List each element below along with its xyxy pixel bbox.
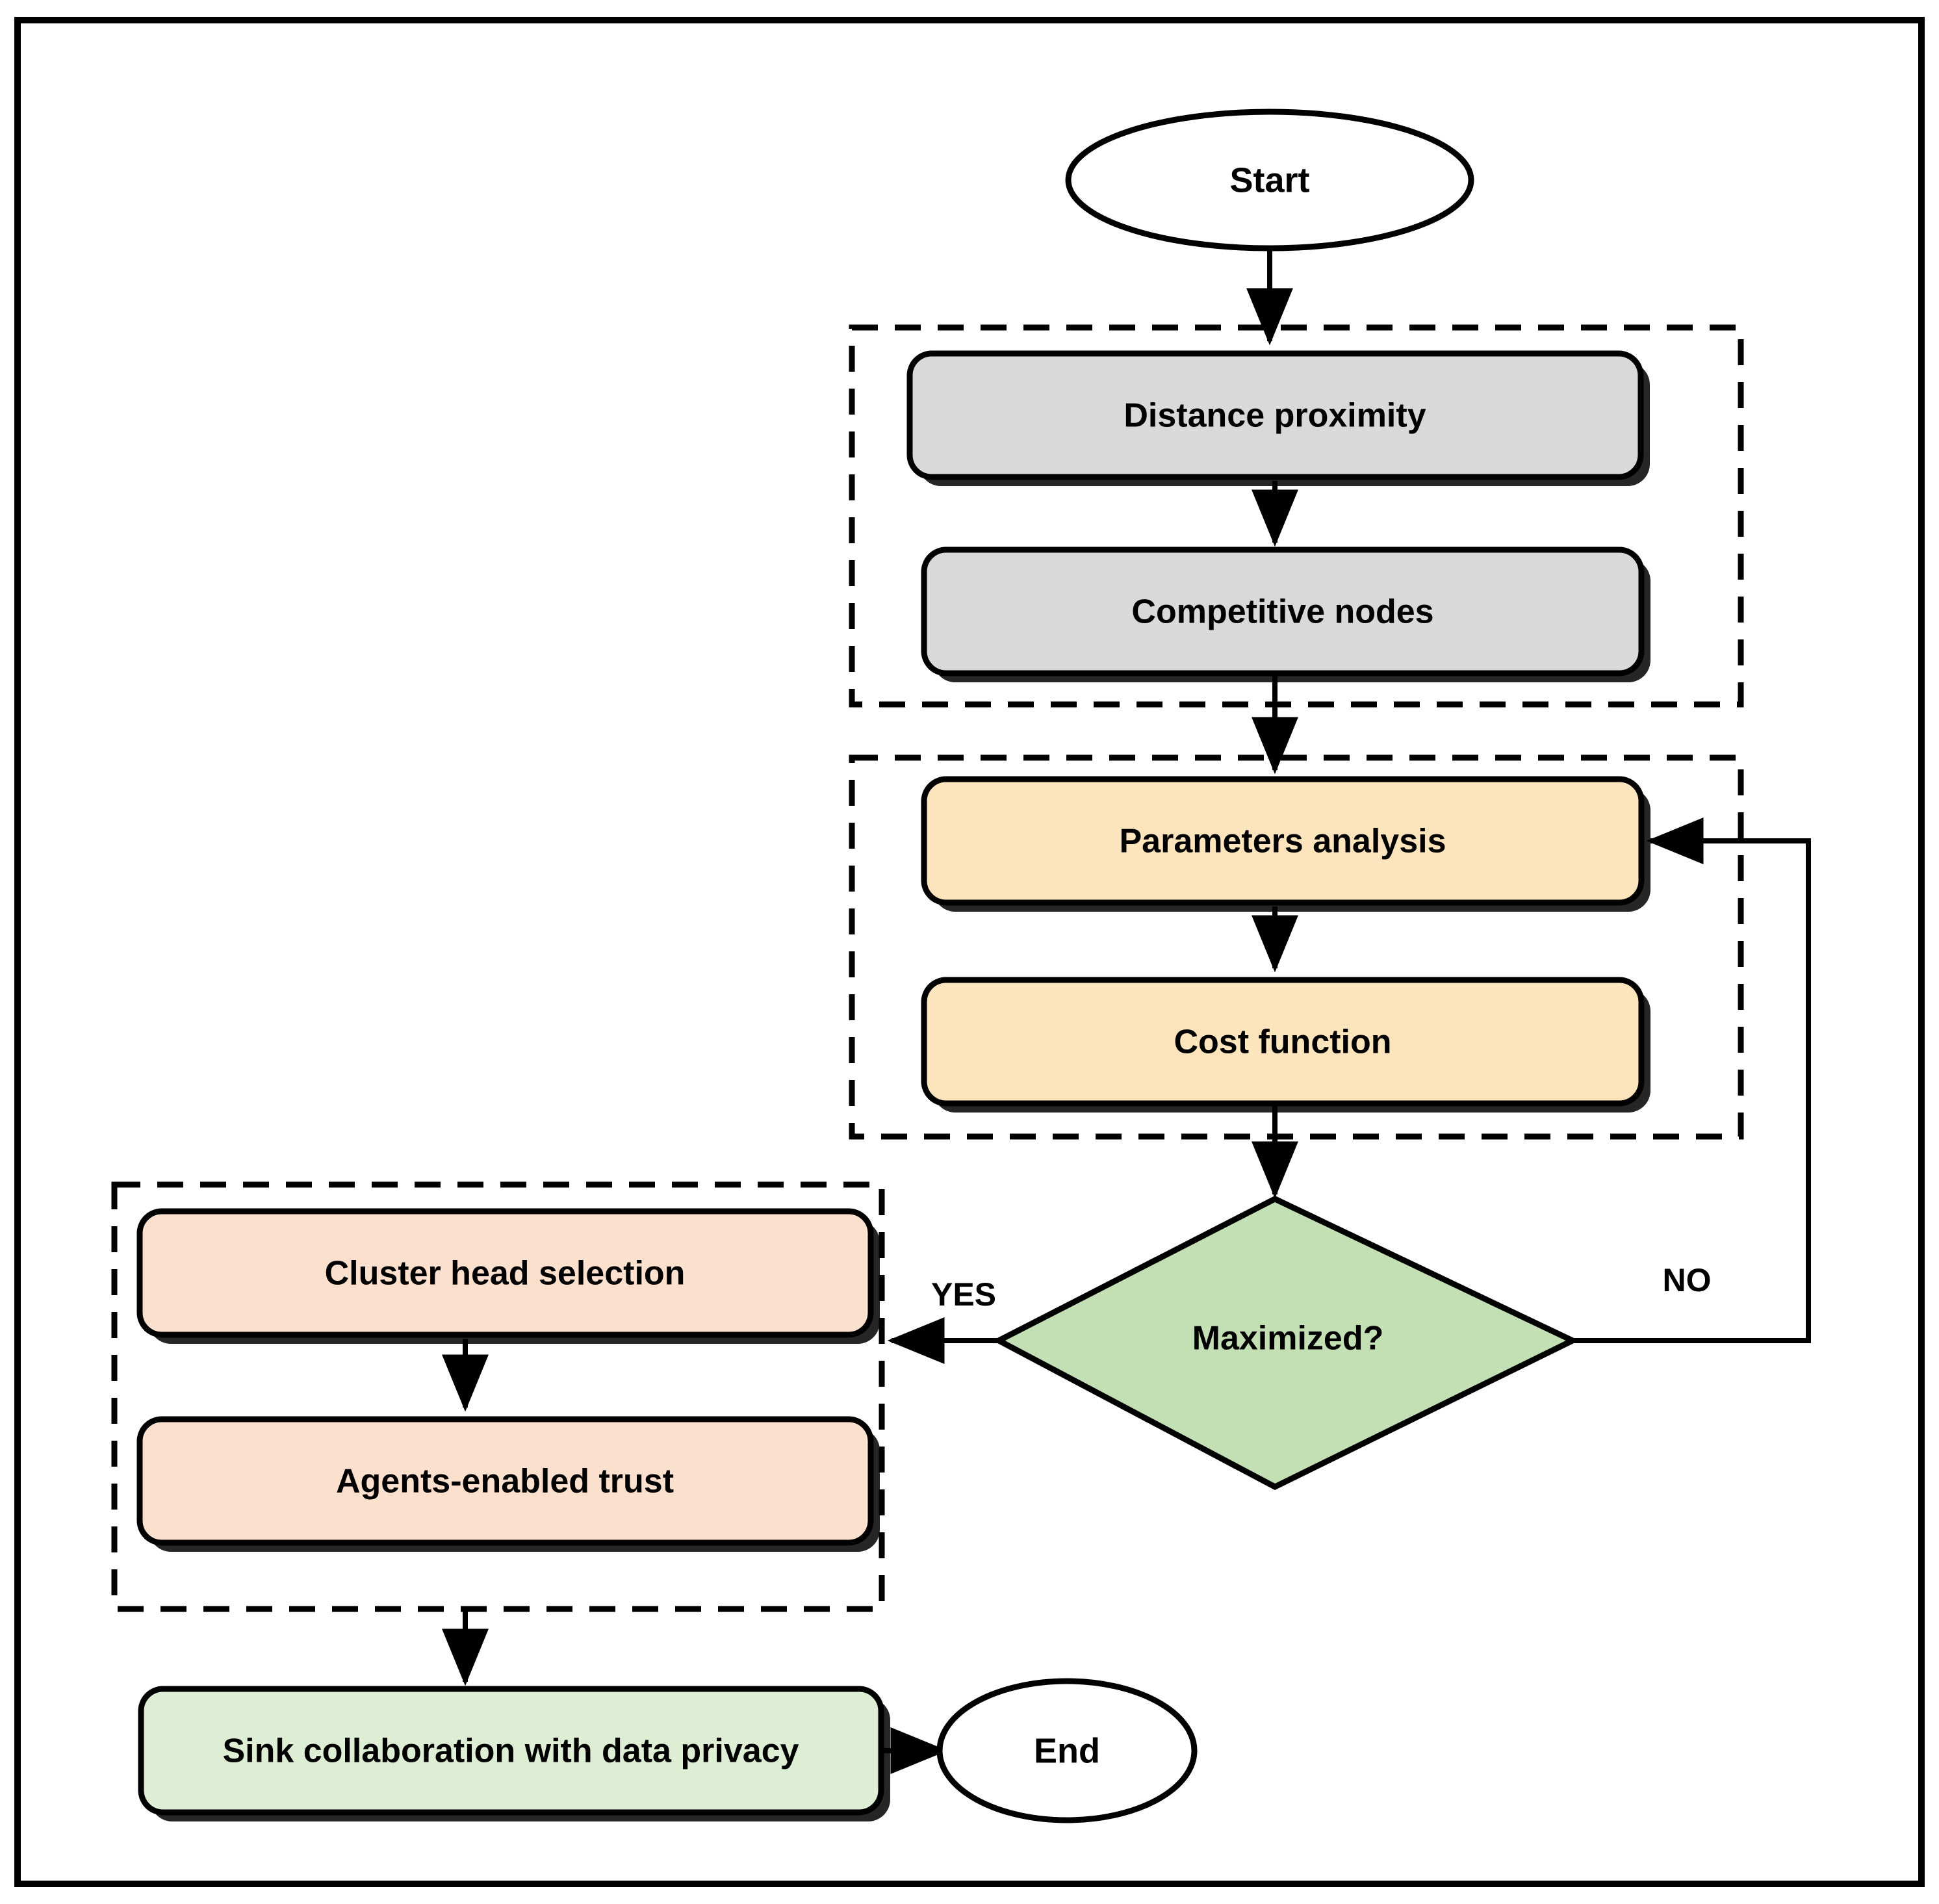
stage-1-group [849, 324, 1744, 708]
parameters-analysis-label: Parameters analysis [1119, 823, 1446, 860]
agents-enabled-trust-box [136, 1416, 874, 1546]
maximized-decision [992, 1195, 1580, 1491]
parameters-analysis-box [921, 776, 1645, 906]
stage-2-group [849, 754, 1744, 1140]
cost-function-label: Cost function [1174, 1023, 1391, 1061]
cost-function-box [921, 977, 1645, 1107]
cluster-head-selection-label: Cluster head selection [325, 1255, 686, 1293]
distance-proximity-box [906, 350, 1644, 480]
distance-proximity-label: Distance proximity [1124, 397, 1426, 435]
end-terminator [936, 1678, 1198, 1823]
edge-no-loop-to-parameters [1573, 817, 1811, 1343]
end-label: End [1034, 1731, 1100, 1770]
maximized-label: Maximized? [1192, 1320, 1384, 1357]
cluster-head-selection-box [136, 1208, 874, 1338]
sink-collaboration-label: Sink collaboration with data privacy [222, 1732, 799, 1770]
start-label: Start [1229, 161, 1309, 199]
outer-frame [14, 17, 1925, 1887]
start-terminator [1065, 109, 1474, 251]
no-edge-label: NO [1663, 1262, 1712, 1298]
agents-enabled-trust-label: Agents-enabled trust [336, 1463, 674, 1500]
competitive-nodes-label: Competitive nodes [1131, 593, 1433, 631]
competitive-nodes-box [921, 547, 1645, 676]
yes-edge-label: YES [931, 1276, 996, 1313]
